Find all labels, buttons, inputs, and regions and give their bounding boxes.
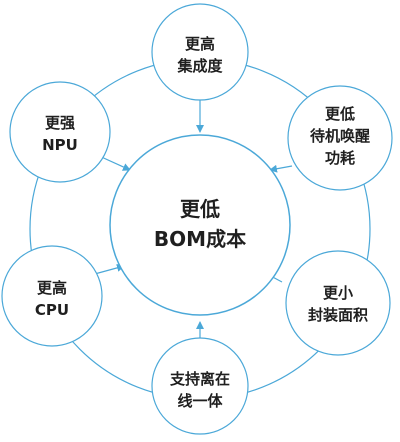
- node-top-left-circle: [9, 81, 111, 183]
- node-top-line1: 更高: [185, 35, 215, 53]
- node-bottom-line2: 线一体: [177, 392, 223, 410]
- node-top-right-line2: 待机唤醒: [310, 127, 370, 145]
- node-bottom-left-line1: 更高: [37, 279, 67, 297]
- center-label-line2: BOM成本: [154, 227, 246, 251]
- node-bottom-left-circle: [1, 245, 103, 347]
- node-top-left-line1: 更强: [45, 114, 75, 132]
- node-bottom: 支持离在 线一体: [151, 337, 249, 435]
- node-top-circle: [151, 3, 249, 101]
- node-top-right-line1: 更低: [325, 105, 355, 123]
- center-label-line1: 更低: [180, 197, 220, 221]
- node-bottom-right-line1: 更小: [323, 284, 353, 302]
- center-node: 更低 BOM成本: [109, 134, 291, 316]
- node-top: 更高 集成度: [151, 3, 249, 101]
- node-top-left-line2: NPU: [42, 136, 78, 154]
- node-bottom-right-line2: 封装面积: [308, 306, 368, 324]
- node-bottom-line1: 支持离在: [169, 370, 230, 388]
- arrow-top-right-to-center: [269, 164, 293, 173]
- node-bottom-left-line2: CPU: [35, 301, 69, 319]
- node-top-right-circle: [287, 85, 393, 191]
- node-bottom-right: 更小 封装面积: [285, 250, 391, 356]
- node-top-left: 更强 NPU: [9, 81, 111, 183]
- node-top-line2: 集成度: [176, 57, 223, 75]
- node-bottom-right-circle: [285, 250, 391, 356]
- node-bottom-circle: [151, 337, 249, 435]
- node-bottom-left: 更高 CPU: [1, 245, 103, 347]
- node-top-right-line3: 功耗: [325, 149, 355, 167]
- node-top-right: 更低 待机唤醒 功耗: [287, 85, 393, 191]
- center-circle: [109, 134, 291, 316]
